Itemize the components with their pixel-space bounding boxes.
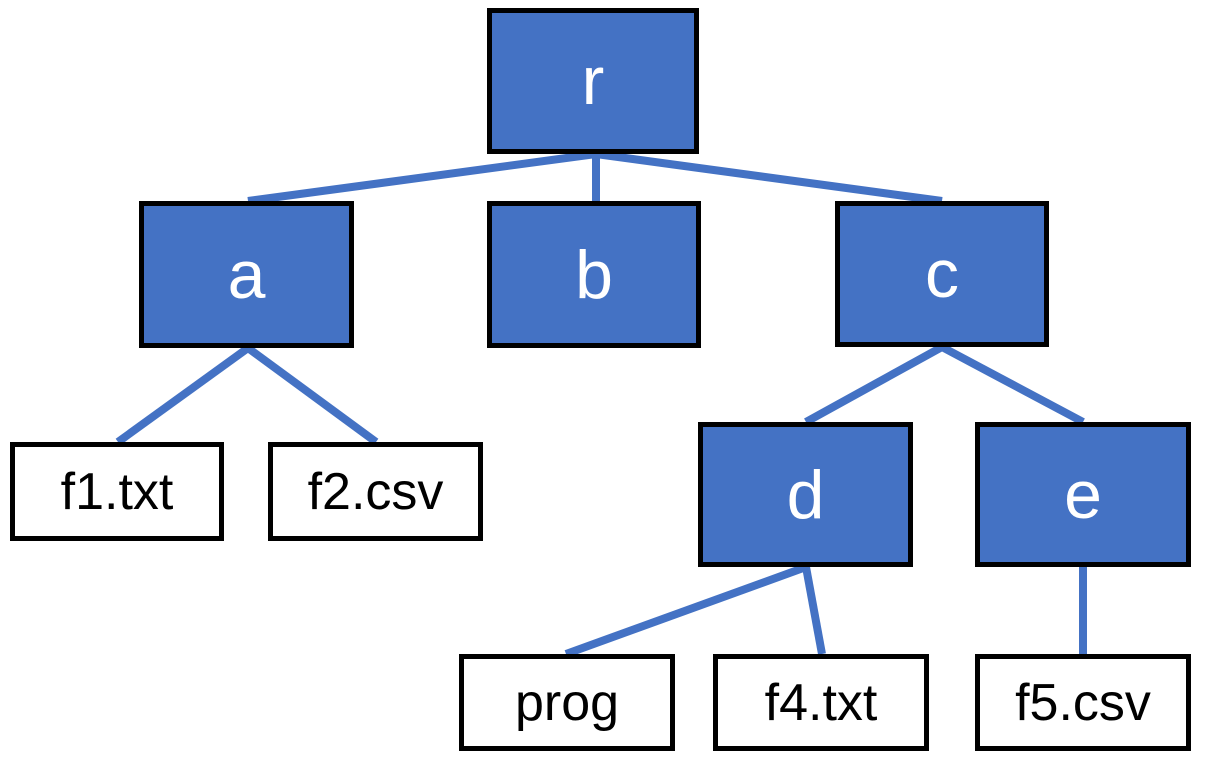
file-node-f5-csv: f5.csv — [975, 654, 1191, 751]
edge-c-d — [804, 343, 944, 426]
edge-r-c — [595, 150, 943, 205]
edge-r-a — [247, 150, 597, 205]
file-node-f4-txt: f4.txt — [713, 654, 929, 751]
file-node-f2-csv: f2.csv — [268, 442, 483, 541]
directory-node-e: e — [975, 422, 1191, 567]
edge-d-f4 — [802, 566, 826, 655]
directory-node-c: c — [835, 201, 1049, 347]
directory-node-d: d — [698, 422, 913, 567]
edge-a-f2 — [245, 344, 379, 446]
edge-c-e — [940, 343, 1085, 426]
edge-d-prog — [564, 563, 808, 658]
directory-node-a: a — [139, 201, 354, 348]
directory-node-r: r — [487, 8, 699, 154]
file-node-prog: prog — [459, 654, 675, 751]
directory-node-b: b — [487, 201, 701, 348]
file-node-f1-txt: f1.txt — [10, 442, 224, 541]
edge-a-f1 — [115, 344, 251, 446]
